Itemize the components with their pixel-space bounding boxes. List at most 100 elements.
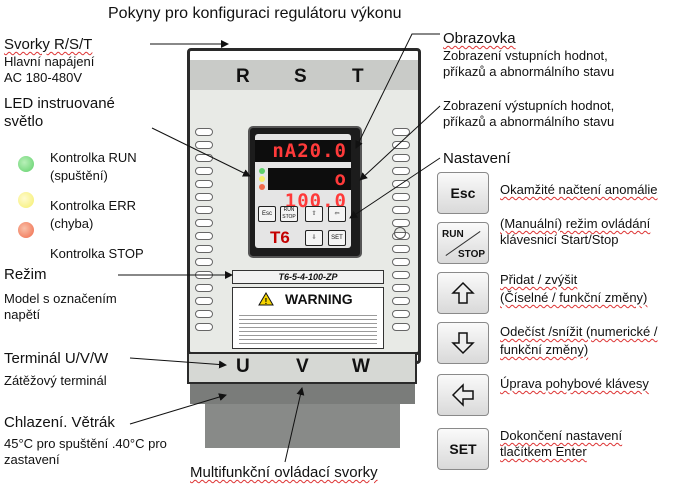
up-button[interactable]	[437, 272, 489, 314]
terminal-t: T	[352, 66, 364, 87]
mini-stop-label: STOP	[282, 214, 296, 220]
mini-run-label: RUN	[283, 207, 295, 213]
left-slot	[195, 284, 213, 292]
terminal-band-bottom	[187, 352, 417, 384]
run-stop-desc-line1: (Manuální) režim ovládání	[500, 216, 651, 231]
right-slot	[392, 206, 410, 214]
shift-desc-line1: Úprava pohybové klávesy	[500, 376, 649, 391]
settings-title: Nastavení	[443, 150, 511, 167]
diagram-title: Pokyny pro konfiguraci regulátoru výkonu	[108, 5, 402, 22]
right-slot	[392, 245, 410, 253]
rst-line1: Hlavní napájení	[4, 54, 95, 69]
mini-up-arrow-icon: ⇧	[311, 211, 317, 217]
left-slot	[195, 323, 213, 331]
err-line2: (chyba)	[50, 216, 94, 231]
cooling-line2: zastavení	[4, 452, 60, 467]
right-slot	[392, 310, 410, 318]
right-slot	[392, 297, 410, 305]
run-label: RUN	[442, 229, 464, 240]
run-line2: (spuštění)	[50, 168, 108, 183]
mini-down-key[interactable]: ⇩	[305, 230, 323, 246]
right-slot	[392, 167, 410, 175]
run-stop-button[interactable]: RUN STOP	[437, 222, 489, 264]
cooling-title: Chlazení. Větrák	[4, 414, 115, 431]
right-slot	[392, 219, 410, 227]
mini-esc-key[interactable]: Esc	[258, 206, 276, 222]
left-slot	[195, 219, 213, 227]
set-desc-line1: Dokončení nastavení	[500, 428, 623, 443]
terminal-r: R	[236, 66, 250, 87]
screen-line2: příkazů a abnormálního stavu	[443, 64, 615, 79]
mode-title: Režim	[4, 266, 47, 283]
set-button[interactable]: SET	[437, 428, 489, 470]
esc-button[interactable]: Esc	[437, 172, 489, 214]
warning-title: WARNING	[285, 291, 353, 307]
run-stop-desc-line2: klávesnicí Start/Stop	[500, 232, 619, 247]
left-arrow-icon	[451, 383, 474, 407]
indicator-circle-icon	[394, 227, 406, 239]
terminal-w: W	[352, 356, 370, 377]
up-desc-line1: Přidat / zvýšit	[500, 272, 578, 287]
shift-button[interactable]	[437, 374, 489, 416]
right-slot	[392, 258, 410, 266]
brand-label: T6	[270, 228, 290, 247]
right-slot	[392, 154, 410, 162]
terminal-v: V	[296, 356, 309, 377]
svg-text:!: !	[265, 297, 268, 306]
mini-down-arrow-icon: ⇩	[311, 235, 317, 241]
right-slot	[392, 284, 410, 292]
right-slot	[392, 271, 410, 279]
warning-fine-print	[239, 312, 377, 344]
down-desc-line2: funkční změny)	[500, 342, 589, 357]
screen-title: Obrazovka	[443, 30, 516, 47]
screen-line1: Zobrazení vstupních hodnot,	[443, 48, 608, 63]
led-line1: LED instruované	[4, 95, 115, 112]
stop-line1: Kontrolka STOP	[50, 246, 144, 261]
left-slot	[195, 310, 213, 318]
down-arrow-icon	[451, 332, 475, 355]
right-slot	[392, 128, 410, 136]
mini-up-key[interactable]: ⇧	[305, 206, 323, 222]
left-slot	[195, 141, 213, 149]
down-button[interactable]	[437, 322, 489, 364]
left-slot	[195, 180, 213, 188]
terminal-u: U	[236, 356, 250, 377]
cooling-line1: 45°C pro spuštění .40°C pro	[4, 436, 167, 451]
left-slot	[195, 297, 213, 305]
mode-line1: Model s označením	[4, 291, 117, 306]
rst-line2: AC 180-480V	[4, 70, 83, 85]
cooling-fins	[205, 404, 400, 448]
output-line2: příkazů a abnormálního stavu	[443, 114, 615, 129]
led-line2: světlo	[4, 113, 44, 130]
rst-title: Svorky R/S/T	[4, 36, 93, 53]
display-input-value: nA20.0	[255, 140, 351, 162]
run-line1: Kontrolka RUN	[50, 150, 137, 165]
esc-desc-line1: Okamžité načtení anomálie	[500, 182, 658, 197]
mini-set-key[interactable]: SET	[328, 230, 346, 246]
warning-label: ! WARNING	[232, 287, 384, 349]
warning-triangle-icon: !	[258, 292, 274, 311]
up-arrow-icon	[451, 281, 475, 304]
left-slot	[195, 193, 213, 201]
led-err-icon	[259, 176, 265, 182]
right-slot	[392, 193, 410, 201]
right-slot	[392, 323, 410, 331]
stop-label: STOP	[458, 249, 486, 260]
set-button-label: SET	[449, 441, 477, 457]
mini-left-key[interactable]: ⇦	[328, 206, 346, 222]
left-slot	[195, 167, 213, 175]
multifunction-label: Multifunkční ovládací svorky	[190, 464, 378, 481]
output-line1: Zobrazení výstupních hodnot,	[443, 98, 615, 113]
led-stop-icon	[259, 184, 265, 190]
left-slot	[195, 258, 213, 266]
down-desc-line1: Odečíst /snížit (numerické /	[500, 324, 658, 339]
left-slot	[195, 245, 213, 253]
set-desc-line2: tlačítkem Enter	[500, 444, 587, 459]
uvw-line1: Zátěžový terminál	[4, 373, 107, 388]
mode-line2: napětí	[4, 307, 41, 322]
left-slot	[195, 206, 213, 214]
err-line1: Kontrolka ERR	[50, 198, 136, 213]
left-slot	[195, 232, 213, 240]
